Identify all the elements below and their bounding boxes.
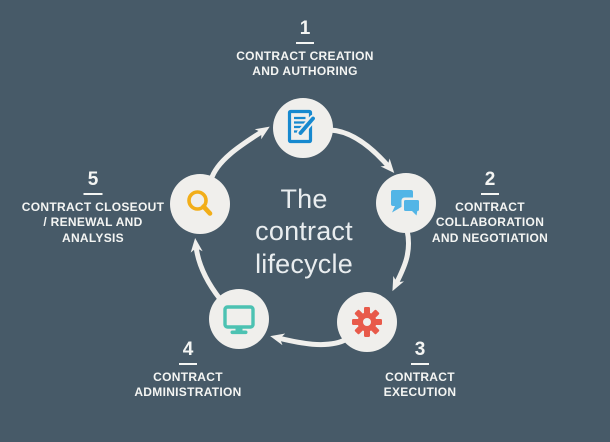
chat-bubbles-icon (391, 190, 422, 218)
arrow-step2-to-step3 (392, 227, 412, 292)
magnifying-glass-icon (187, 190, 213, 216)
step-3-label: 3 CONTRACT EXECUTION (360, 340, 480, 401)
step-5-number: 5 (83, 170, 103, 195)
step-1-label: 1 CONTRACT CREATION AND AUTHORING (220, 19, 390, 80)
arrow-step5-to-step1 (208, 126, 270, 183)
arrow-step1-to-step2 (327, 127, 395, 174)
gear-icon (352, 307, 382, 337)
step-5-circle (170, 174, 230, 234)
step-4-circle (209, 289, 269, 349)
step-2-number: 2 (480, 170, 500, 195)
cycle-arrows (190, 126, 412, 348)
step-5-text: CONTRACT CLOSEOUT / RENEWAL AND ANALYSIS (21, 199, 165, 245)
step-5-label: 5 CONTRACT CLOSEOUT / RENEWAL AND ANALYS… (11, 170, 176, 246)
step-1-text: CONTRACT CREATION AND AUTHORING (236, 48, 374, 79)
document-edit-icon (287, 109, 317, 144)
monitor-icon (223, 305, 255, 335)
step-4-text: CONTRACT ADMINISTRATION (134, 369, 242, 400)
step-4-label: 4 CONTRACT ADMINISTRATION (118, 340, 258, 401)
arrow-step3-to-step4 (270, 333, 350, 348)
diagram-title: The contract lifecycle (255, 184, 353, 279)
step-4-number: 4 (178, 340, 198, 365)
step-2-label: 2 CONTRACT COLLABORATION AND NEGOTIATION (420, 170, 560, 246)
arrow-step4-to-step5 (190, 238, 223, 302)
step-2-text: CONTRACT COLLABORATION AND NEGOTIATION (431, 199, 549, 245)
step-3-number: 3 (410, 340, 430, 365)
step-1-number: 1 (295, 19, 315, 44)
step-3-text: CONTRACT EXECUTION (383, 369, 457, 400)
